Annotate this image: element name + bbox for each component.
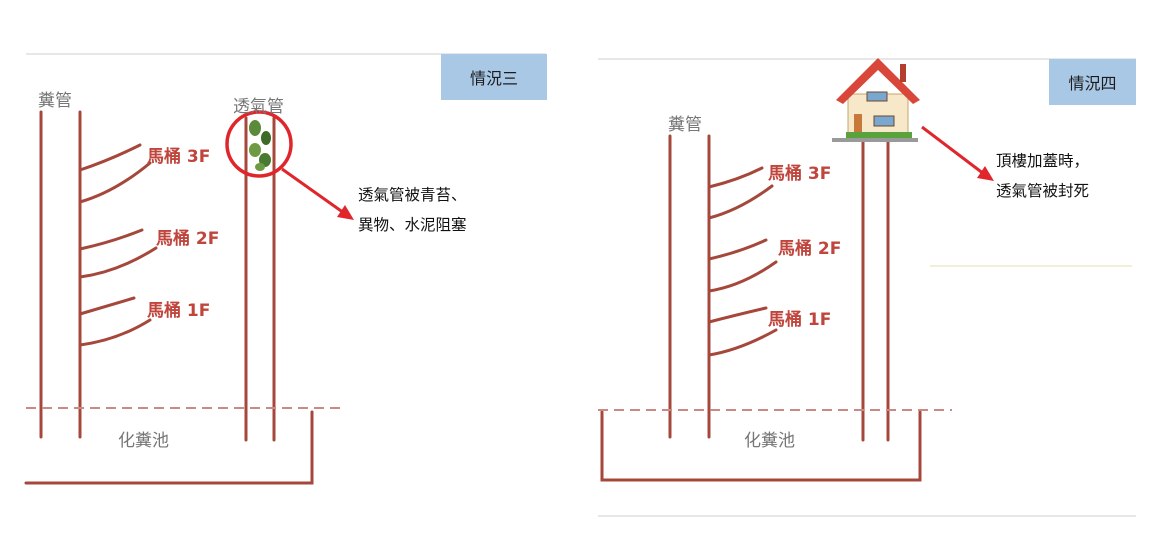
note-line-1: 透氣管被青苔、	[358, 186, 467, 204]
note-line-1: 頂樓加蓋時，	[996, 152, 1090, 170]
note-line-2: 異物、水泥阻塞	[358, 216, 467, 234]
right-diagram	[598, 58, 1136, 517]
toilet-1f-branch	[78, 296, 152, 347]
toilet-2f-label: 馬桶 2F	[156, 229, 220, 249]
left-panel: 情況三 糞管 透氣管 馬桶 3F 馬桶 2F 馬桶 1F 化糞池 透氣管被青苔、…	[0, 0, 580, 547]
note-arrow-head	[337, 205, 354, 220]
house-icon	[832, 58, 920, 142]
toilet-1f-label: 馬桶 1F	[147, 301, 211, 321]
scenario-tag: 情況四	[1049, 59, 1136, 105]
septic-tank-outline	[600, 410, 922, 482]
toilet-1f-label: 馬桶 1F	[768, 310, 832, 330]
blockage-highlight-circle	[225, 110, 293, 178]
toilet-2f-branch	[707, 238, 778, 293]
right-panel: 情況四 糞管 馬桶 3F 馬桶 2F 馬桶 1F 化糞池 頂樓加蓋時， 透氣管被…	[580, 0, 1160, 547]
sealed-note: 頂樓加蓋時， 透氣管被封死	[996, 146, 1089, 206]
toilet-3f-label: 馬桶 3F	[768, 164, 832, 184]
toilet-3f-branch	[707, 166, 774, 220]
moss-blockage	[249, 120, 271, 171]
note-arrow-shaft	[281, 167, 345, 215]
toilet-3f-branch	[78, 143, 152, 204]
note-arrow-shaft	[921, 125, 985, 176]
toilet-2f-branch	[78, 228, 158, 279]
soil-pipe-label: 糞管	[668, 115, 702, 135]
septic-tank-label: 化糞池	[118, 431, 169, 451]
scenario-tag: 情況三	[441, 54, 547, 100]
note-line-2: 透氣管被封死	[996, 182, 1090, 200]
toilet-3f-label: 馬桶 3F	[147, 147, 211, 167]
vent-pipe-label: 透氣管	[233, 97, 284, 117]
septic-tank-outline	[24, 410, 314, 485]
note-arrow-head	[977, 166, 994, 181]
toilet-1f-branch	[707, 306, 778, 357]
soil-pipe-label: 糞管	[38, 91, 72, 111]
toilet-2f-label: 馬桶 2F	[778, 239, 842, 259]
septic-tank-label: 化糞池	[744, 431, 795, 451]
blockage-note: 透氣管被青苔、 異物、水泥阻塞	[358, 180, 467, 240]
left-diagram	[24, 53, 546, 485]
